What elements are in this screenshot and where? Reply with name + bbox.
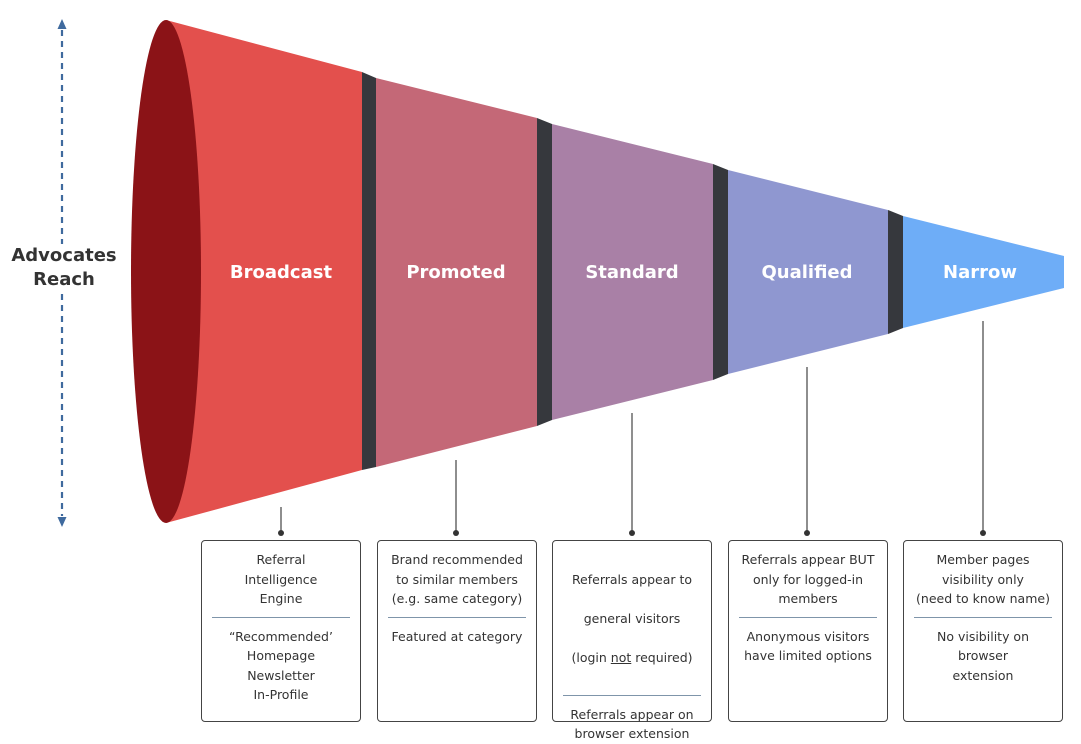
axis-label-line1: Advocates [11, 245, 117, 266]
stage-qualified-segment [728, 170, 888, 374]
info-box-standard-line3-post: required) [631, 649, 693, 665]
connector-4-5 [888, 210, 903, 334]
stage-promoted-segment [376, 78, 537, 467]
info-box-divider [563, 694, 701, 696]
axis-label-line2: Reach [33, 269, 95, 290]
funnel-opening-ellipse [131, 20, 201, 523]
info-box-standard-line3: (login not required) [561, 648, 703, 668]
info-box-promoted-bottom: Featured at category [391, 628, 523, 644]
info-box-divider [212, 616, 350, 618]
leader-dot-promoted [453, 530, 459, 536]
stage-label-narrow: Narrow [943, 262, 1017, 283]
info-box-divider [739, 616, 877, 618]
info-box-qualified: Referrals appear BUT only for logged-in … [728, 540, 888, 722]
info-box-standard-bottom: Referrals appear on browser extension [570, 706, 694, 742]
info-box-narrow: Member pages visibility only (need to kn… [903, 540, 1063, 722]
stage-label-qualified: Qualified [761, 262, 852, 283]
connector-3-4 [713, 164, 728, 380]
info-box-qualified-top: Referrals appear BUT only for logged-in … [741, 552, 875, 606]
info-box-promoted-top: Brand recommended to similar members (e.… [391, 552, 523, 606]
info-box-standard: Referrals appear to general visitors (lo… [552, 540, 712, 741]
stage-label-standard: Standard [585, 262, 678, 283]
stage-label-promoted: Promoted [406, 262, 505, 283]
axis-arrow-up-icon [57, 19, 67, 29]
stage-label-broadcast: Broadcast [230, 262, 333, 283]
leader-lines [278, 321, 986, 536]
info-box-broadcast: Referral Intelligence Engine “Recommende… [201, 540, 361, 722]
info-box-broadcast-bottom: “Recommended’ Homepage Newsletter In-Pro… [229, 628, 333, 703]
leader-dot-qualified [804, 530, 810, 536]
stage-standard-segment [552, 124, 713, 420]
axis-label: Advocates Reach [4, 244, 124, 292]
info-box-broadcast-top: Referral Intelligence Engine [244, 552, 318, 606]
info-box-divider [388, 616, 526, 618]
info-box-standard-line3-pre: (login [571, 649, 611, 665]
connector-1-2 [362, 72, 376, 470]
info-box-standard-line1: Referrals appear to [571, 571, 693, 587]
info-box-narrow-bottom: No visibility on browser extension [936, 628, 1030, 683]
info-box-standard-line2: general visitors [583, 610, 681, 626]
info-box-qualified-bottom: Anonymous visitors have limited options [744, 628, 872, 664]
leader-dot-broadcast [278, 530, 284, 536]
info-box-standard-top: Referrals appear to general visitors (lo… [561, 550, 703, 687]
info-box-standard-line3-emph: not [610, 649, 632, 665]
stage-broadcast-segment [166, 20, 362, 523]
info-box-promoted: Brand recommended to similar members (e.… [377, 540, 537, 722]
stage-narrow-segment [903, 216, 1064, 328]
info-box-divider [914, 616, 1052, 618]
leader-dot-narrow [980, 530, 986, 536]
connector-2-3 [537, 118, 552, 426]
axis-arrow-down-icon [57, 517, 67, 527]
info-box-narrow-top: Member pages visibility only (need to kn… [916, 552, 1050, 606]
leader-dot-standard [629, 530, 635, 536]
